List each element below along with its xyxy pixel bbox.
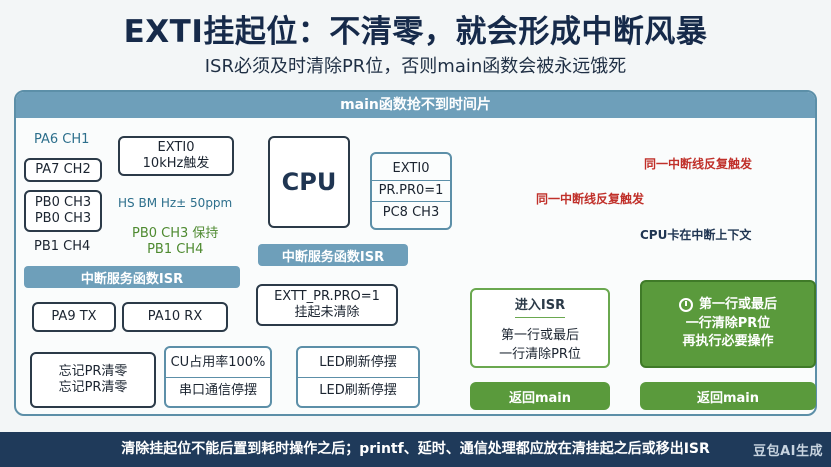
pin-pa6: PA6 CH1: [34, 132, 90, 147]
pin-pb0-a: PB0 CH3: [34, 194, 92, 210]
pin-pa7: PA7 CH2: [24, 158, 102, 182]
flow-right-return: 返回main: [640, 382, 816, 410]
flow-right-box: 第一行或最后 一行清除PR位 再执行必要操作: [640, 280, 816, 368]
isr-section-tab: 中断服务函数ISR: [24, 266, 240, 288]
page-title: EXTI挂起位：不清零，就会形成中断风暴: [123, 14, 708, 50]
exti-state-line2: PR.PR0=1: [372, 179, 450, 203]
exti-state-line1: EXTI0: [392, 160, 430, 176]
exti-source-box: EXTI0 10kHz触发: [118, 136, 234, 176]
pin-pb0-b: PB0 CH3: [34, 211, 92, 226]
cpu-usage-box: CU占用率100% 串口通信停摆: [164, 346, 272, 408]
hold-label: PB0 CH3 保持 PB1 CH4: [132, 226, 219, 257]
storm-label-c: CPU卡在中断上下文: [640, 228, 752, 242]
isr-tab-top: 中断服务函数ISR: [258, 244, 408, 266]
forget-pr-box: 忘记PR清零 忘记PR清零: [30, 352, 156, 408]
led-box: LED刷新停摆 LED刷新停摆: [296, 346, 420, 408]
pa10-box: PA10 RX: [122, 302, 228, 332]
pin-pb0-box: PB0 CH3 PB0 CH3: [24, 190, 102, 232]
exti-source-line1: EXTI0: [157, 139, 195, 155]
pr-state-box: EXTT_PR.PRO=1 挂起未清除: [256, 284, 398, 326]
storm-label-a: 同一中断线反复触发: [644, 157, 753, 171]
exti-state-line3: PC8 CH3: [382, 205, 440, 221]
page-subtitle: ISR必须及时清除PR位，否则main函数会被永远饿死: [204, 56, 627, 77]
hse-label: HS BM Hz± 50ppm: [118, 196, 233, 210]
footer-note: 清除挂起位不能后置到耗时操作之后；printf、延时、通信处理都应放在清挂起之后…: [0, 432, 831, 467]
exti-source-line2: 10kHz触发: [142, 156, 210, 171]
watermark: 豆包AI生成: [753, 444, 823, 459]
storm-label-b: 同一中断线反复触发: [536, 192, 645, 206]
flow-left-box: 进入ISR 第一行或最后 一行清除PR位: [470, 288, 610, 368]
exti-state-box: EXTI0 PR.PR0=1 PC8 CH3: [370, 152, 452, 230]
panel-header: main函数抢不到时间片: [16, 92, 815, 118]
pin-pb1: PB1 CH4: [34, 239, 91, 254]
pa9-box: PA9 TX: [32, 302, 116, 332]
flow-left-return: 返回main: [470, 382, 610, 410]
enter-isr-label: 进入ISR: [514, 294, 566, 318]
stopwatch-icon: [678, 298, 693, 313]
cpu-box: CPU: [268, 136, 350, 228]
